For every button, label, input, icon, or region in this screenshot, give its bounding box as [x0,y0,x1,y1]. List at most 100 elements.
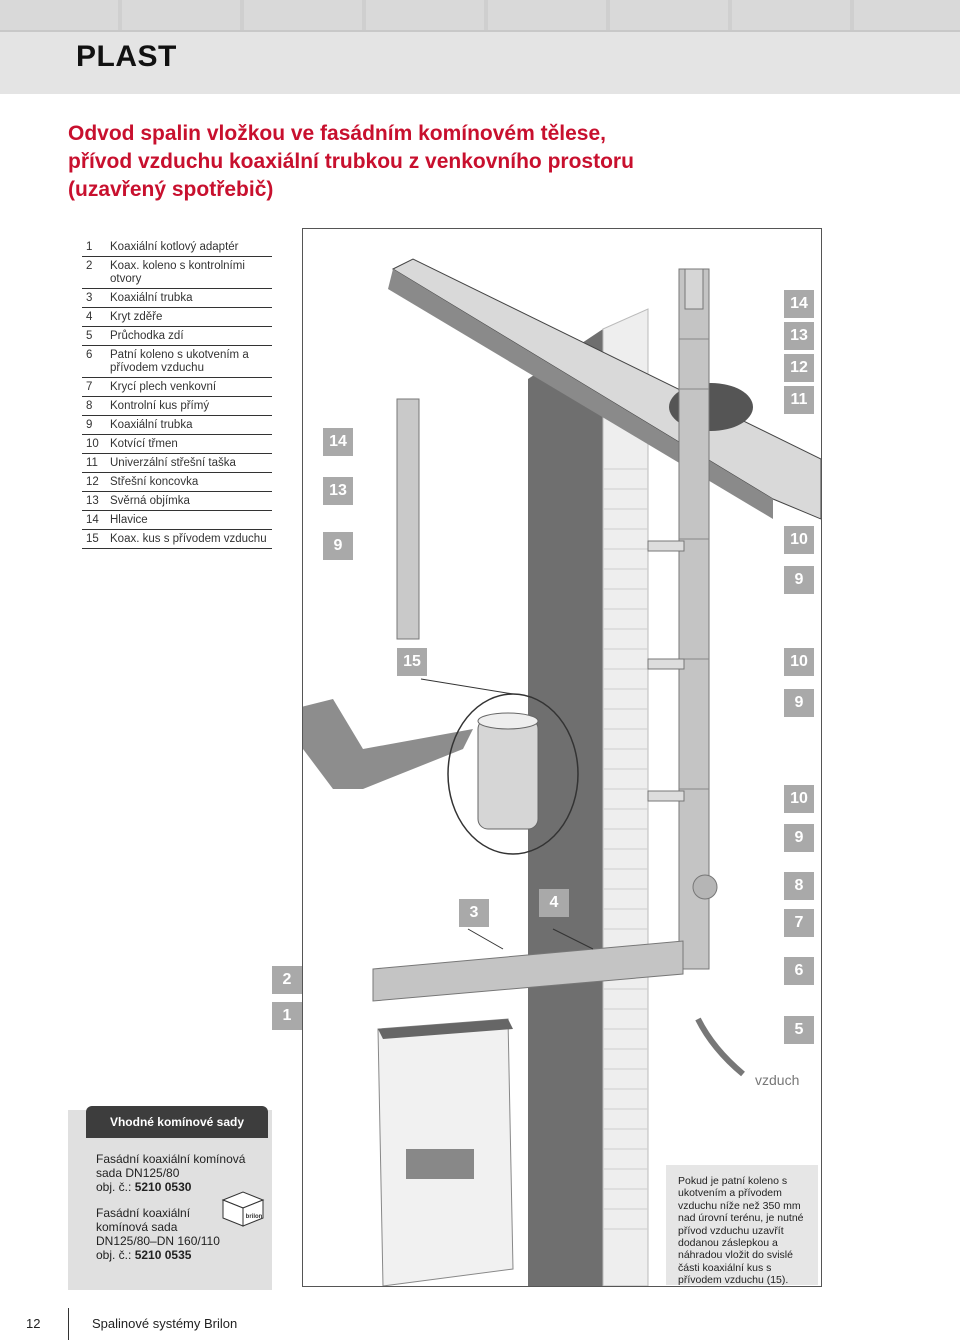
legend-item: 5 Průchodka zdí [82,327,272,346]
legend-text: Koax. kus s přívodem vzduchu [110,533,267,545]
callout-3: 3 [459,899,489,927]
legend-item: 15 Koax. kus s přívodem vzduchu [82,530,272,549]
legend-text: Koaxiální trubka [110,292,193,304]
legend-number: 2 [86,260,93,272]
legend-number: 9 [86,419,93,431]
heading-line-1: Odvod spalin vložkou ve fasádním komínov… [68,122,606,145]
horizontal-coax-pipe [372,940,684,1002]
set-code-prefix: obj. č.: [96,1248,132,1262]
roof-underside [388,269,773,519]
legend-number: 3 [86,292,93,304]
set-code: 5210 0530 [134,1180,192,1194]
air-supply-piece [477,718,539,830]
callout-10: 10 [784,785,814,813]
legend-number: 1 [86,241,93,253]
air-supply-piece-top [477,712,539,730]
set-name: Fasádní koaxiální komínová sada DN125/80… [96,1206,220,1248]
legend-text: Koaxiální trubka [110,419,193,431]
parts-legend: 1 Koaxiální kotlový adaptér 2 Koax. koleno… [82,238,272,549]
chimney-illustration [303,258,821,1286]
set-code-prefix: obj. č.: [96,1180,132,1194]
legend-number: 13 [86,495,99,507]
set-item: Fasádní koaxiální komínová sada DN125/80… [96,1206,231,1262]
legend-item: 6 Patní koleno s ukotvením a přívodem vzd… [82,346,272,378]
callout-detail-13: 13 [323,477,353,505]
legend-number: 12 [86,476,99,488]
callout-12: 12 [784,354,814,382]
legend-text: Průchodka zdí [110,330,184,342]
legend-text: Univerzální střešní taška [110,457,236,469]
detail-pipe [396,398,420,640]
legend-text: Koax. koleno s kontrolními otvory [110,260,245,285]
air-label: vzduch [755,1072,800,1088]
leader-line [467,928,504,950]
installation-diagram [302,228,822,1287]
set-item: Fasádní koaxiální komínová sada DN125/80… [96,1152,256,1194]
note-box: Pokud je patní koleno s ukotvením a přív… [666,1165,818,1286]
legend-text: Patní koleno s ukotvením a přívodem vzdu… [110,349,249,374]
legend-number: 4 [86,311,93,323]
callout-detail-9: 9 [323,532,353,560]
wall-bracket [647,658,685,670]
legend-text: Svěrná objímka [110,495,190,507]
callout-9: 9 [784,824,814,852]
wall-bracket [647,790,685,802]
callout-15: 15 [397,648,427,676]
heading-line-3: (uzavřený spotřebič) [68,178,274,201]
callout-5: 5 [784,1016,814,1044]
legend-item: 11 Univerzální střešní taška [82,454,272,473]
box-brand-label: brilon [246,1214,263,1220]
callout-2: 2 [272,966,302,994]
footer-title: Spalinové systémy Brilon [92,1316,238,1331]
legend-text: Koaxiální kotlový adaptér [110,241,239,253]
vertical-flue-pipe [678,268,710,970]
legend-text: Kotvící třmen [110,438,178,450]
footer-divider [68,1308,69,1340]
pipe-joints [679,338,709,790]
callout-13: 13 [784,322,814,350]
callout-6: 6 [784,957,814,985]
callout-10: 10 [784,526,814,554]
brick-lines [603,468,648,1230]
callout-1: 1 [272,1002,302,1030]
wall-bracket [647,540,685,552]
header-strip [0,30,960,94]
legend-number: 5 [86,330,93,342]
legend-item: 9 Koaxiální trubka [82,416,272,435]
legend-text: Krycí plech venkovní [110,381,217,393]
roof [391,258,821,520]
legend-item: 10 Kotvící třmen [82,435,272,454]
callout-9: 9 [784,566,814,594]
legend-number: 15 [86,533,99,545]
legend-number: 6 [86,349,93,361]
callout-14: 14 [784,290,814,318]
legend-number: 11 [86,457,98,469]
leader-line [552,928,594,950]
chimney-sets-tab: Vhodné komínové sady [86,1106,268,1138]
legend-item: 1 Koaxiální kotlový adaptér [82,238,272,257]
inspection-opening [692,874,718,900]
page-title: PLAST [76,40,177,73]
boiler-top [378,1019,513,1039]
legend-number: 10 [86,438,99,450]
set-code-line: obj. č.: 5210 0535 [96,1248,231,1262]
facade-wall [528,329,603,1286]
callout-7: 7 [784,909,814,937]
callout-11: 11 [784,386,814,414]
callout-10: 10 [784,648,814,676]
callout-9: 9 [784,689,814,717]
boiler-panel [406,1149,474,1179]
legend-item: 14 Hlavice [82,511,272,530]
flue-terminal-head [684,268,704,310]
page-number: 12 [26,1316,41,1331]
legend-text: Hlavice [110,514,148,526]
callout-8: 8 [784,872,814,900]
leader-line [420,678,514,695]
legend-number: 14 [86,514,99,526]
callout-4: 4 [539,889,569,917]
legend-text: Kontrolní kus přímý [110,400,210,412]
